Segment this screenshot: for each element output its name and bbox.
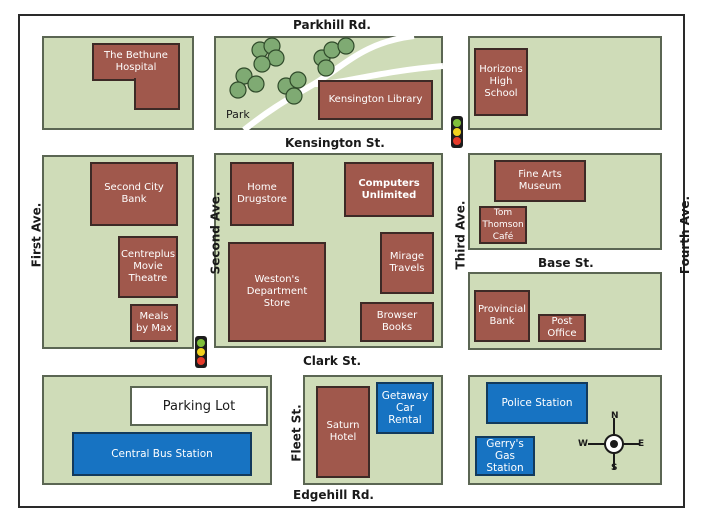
base-st-label: Base St. bbox=[538, 256, 594, 270]
parking-lot[interactable]: Parking Lot bbox=[130, 386, 268, 426]
fleet-st-label: Fleet St. bbox=[289, 404, 304, 462]
bethune-hospital[interactable]: The Bethune Hospital bbox=[92, 43, 180, 81]
mirage-travels[interactable]: Mirage Travels bbox=[380, 232, 434, 294]
fine-arts-museum[interactable]: Fine Arts Museum bbox=[494, 160, 586, 202]
gerrys-gas-station[interactable]: Gerry's Gas Station bbox=[475, 436, 535, 476]
kensington-library[interactable]: Kensington Library bbox=[318, 80, 433, 120]
provincial-bank[interactable]: Provincial Bank bbox=[474, 290, 530, 342]
getaway-car-rental[interactable]: Getaway Car Rental bbox=[376, 382, 434, 434]
fourth-ave-label: Fourth Ave. bbox=[678, 195, 693, 275]
traffic-light-icon bbox=[195, 336, 207, 368]
traffic-light-icon bbox=[451, 116, 463, 148]
second-ave-label: Second Ave. bbox=[208, 191, 223, 275]
home-drugstore[interactable]: Home Drugstore bbox=[230, 162, 294, 226]
computers-unlimited[interactable]: Computers Unlimited bbox=[344, 162, 434, 217]
horizons-high-school[interactable]: Horizons High School bbox=[474, 48, 528, 116]
compass-n: N bbox=[611, 411, 619, 421]
compass-w: W bbox=[578, 439, 588, 449]
police-station[interactable]: Police Station bbox=[486, 382, 588, 424]
saturn-hotel[interactable]: Saturn Hotel bbox=[316, 386, 370, 478]
meals-by-max[interactable]: Meals by Max bbox=[130, 304, 178, 342]
bethune-hospital-wing bbox=[134, 78, 180, 110]
tom-thomson-cafe[interactable]: Tom Thomson Café bbox=[479, 206, 527, 244]
kensington-st-label: Kensington St. bbox=[285, 136, 385, 150]
first-ave-label: First Ave. bbox=[29, 202, 44, 268]
westons-department-store[interactable]: Weston's Department Store bbox=[228, 242, 326, 342]
parkhill-rd-label: Parkhill Rd. bbox=[293, 18, 371, 32]
compass-e: E bbox=[638, 439, 645, 449]
post-office[interactable]: Post Office bbox=[538, 314, 586, 342]
edgehill-rd-label: Edgehill Rd. bbox=[293, 488, 374, 502]
clark-st-label: Clark St. bbox=[303, 354, 362, 368]
second-city-bank[interactable]: Second City Bank bbox=[90, 162, 178, 226]
park-trees bbox=[229, 37, 355, 105]
centreplus-movie-theatre[interactable]: Centreplus Movie Theatre bbox=[118, 236, 178, 298]
park-label: Park bbox=[226, 108, 250, 121]
browser-books[interactable]: Browser Books bbox=[360, 302, 434, 342]
compass-rose-icon bbox=[588, 418, 640, 470]
compass-s: S bbox=[611, 463, 618, 473]
central-bus-station[interactable]: Central Bus Station bbox=[72, 432, 252, 476]
third-ave-label: Third Ave. bbox=[453, 200, 468, 270]
